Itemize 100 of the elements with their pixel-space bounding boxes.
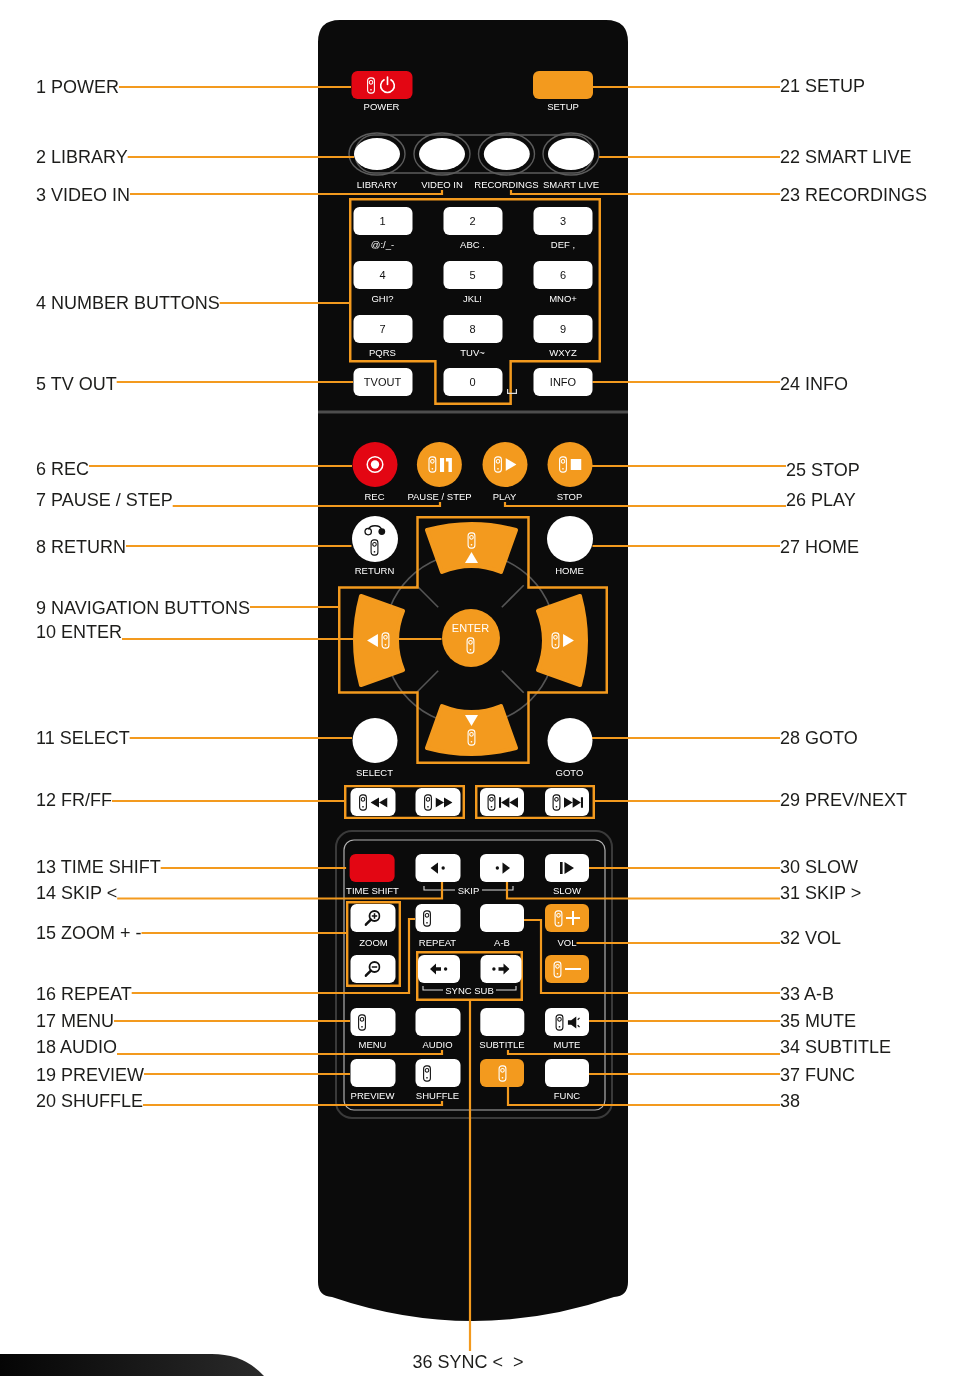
key-label: SELECT [356,768,393,778]
leader-line [141,931,346,935]
leader-line [117,1050,444,1056]
key-label: LIBRARY [356,180,398,190]
key-label: GOTO [555,768,584,778]
remote-button: 0 [443,368,502,396]
callout-label: 24 INFO [780,373,849,395]
leader-line [126,544,352,548]
key-label: ZOOM [359,938,388,948]
callout-label: 16 REPEAT [36,983,132,1005]
caption: SKIP [457,886,480,896]
remote-button: 2 [443,207,502,235]
callout-label: 12 FR/FF [36,789,112,811]
key-label: ABC . [460,240,485,250]
callout-label: 17 MENU [36,1010,115,1032]
remote-button: 4 [353,261,412,289]
key-label: TUV~ [460,348,485,358]
callout-label: 28 GOTO [780,727,858,749]
key-label: PLAY [492,492,517,502]
leader-line [119,85,351,89]
key-label: PREVIEW [350,1091,395,1101]
key-label: SYNC SUB [445,986,494,996]
leader-line [503,502,786,508]
remote-button: 5 [443,261,502,289]
key-label: WXYZ [549,348,577,358]
key-label: AUDIO [422,1040,453,1050]
leader-line [122,637,442,641]
callout-label: 13 TIME SHIFT [36,856,161,878]
callout-label: 5 TV OUT [36,373,117,395]
leader-line [599,155,780,159]
leader-line [89,464,352,468]
leader-line [589,866,780,870]
callout-label: 29 PREV/NEXT [780,789,908,811]
callout-label: 27 HOME [780,536,860,558]
leader-line [250,605,338,609]
key-label: RECORDINGS [474,180,539,190]
remote-button: TVOUT [353,368,412,396]
callout-label: 25 STOP [786,459,860,481]
callout-label: 11 SELECT [36,727,130,749]
callout-label: 31 SKIP > [780,882,862,904]
leader-line [506,1050,780,1056]
leader-line [116,380,353,384]
leader-line [127,155,354,159]
leader-line [468,1001,472,1351]
remote-button: 3 [533,207,593,235]
leader-line [219,301,349,305]
key-label: MUTE [553,1040,581,1050]
callout-label: 8 RETURN [36,536,126,558]
callout-label: 38 [780,1090,801,1112]
callout-label: 15 ZOOM + - [36,922,142,944]
key-label: MNO+ [549,294,577,304]
callout-label: 2 LIBRARY [36,146,128,168]
leader-line [589,1019,780,1023]
leader-line [131,917,415,995]
leader-line [506,1087,780,1107]
leader-line [172,502,442,508]
callout-label: 33 A-B [780,983,835,1005]
leader-line [144,1072,350,1076]
callout-label: 23 RECORDINGS [780,184,928,206]
callout-label: 35 MUTE [780,1010,857,1032]
callout-label: 4 NUMBER BUTTONS [36,292,220,314]
key-label: STOP [556,492,583,502]
callout-label: 30 SLOW [780,856,859,878]
key-label: SETUP [547,102,579,112]
key-label: SHUFFLE [415,1091,460,1101]
leader-line [129,736,352,740]
leader-line [114,1019,350,1023]
leader-line [593,85,780,89]
callout-label: 32 VOL [780,927,842,949]
leader-line [130,190,444,196]
callout-label: 19 PREVIEW [36,1064,145,1086]
callout-label: 6 REC [36,458,89,480]
leader-line [524,918,780,995]
key-label: DEF , [550,240,576,250]
callout-label: 7 PAUSE / STEP [36,489,173,511]
remote-button: INFO [533,368,593,396]
leader-line [592,736,780,740]
key-label: GHI? [371,294,394,304]
callout-label: 1 POWER [36,76,119,98]
remote-button: 9 [533,315,593,343]
key-label: PAUSE / STEP [407,492,472,502]
leader-line [509,190,780,196]
leader-line [576,941,780,945]
callout-label: 20 SHUFFLE [36,1090,144,1112]
key-label: TIME SHIFT [346,886,399,896]
callout-label: 22 SMART LIVE [780,146,912,168]
key-label: MENU [358,1040,387,1050]
key-label: A-B [494,938,510,948]
key-label: @:/_- [370,240,395,250]
key-label: VIDEO IN [421,180,463,190]
key-label: REC [364,492,385,502]
callout-label: 10 ENTER [36,621,123,643]
callout-label: 26 PLAY [786,489,856,511]
remote-button: 6 [533,261,593,289]
leader-line [589,1072,780,1076]
key-label: FUNC [553,1091,581,1101]
callout-label: 18 AUDIO [36,1036,118,1058]
leader-line [592,380,780,384]
key-label: SLOW [553,886,581,896]
key-label: PQRS [369,348,396,358]
